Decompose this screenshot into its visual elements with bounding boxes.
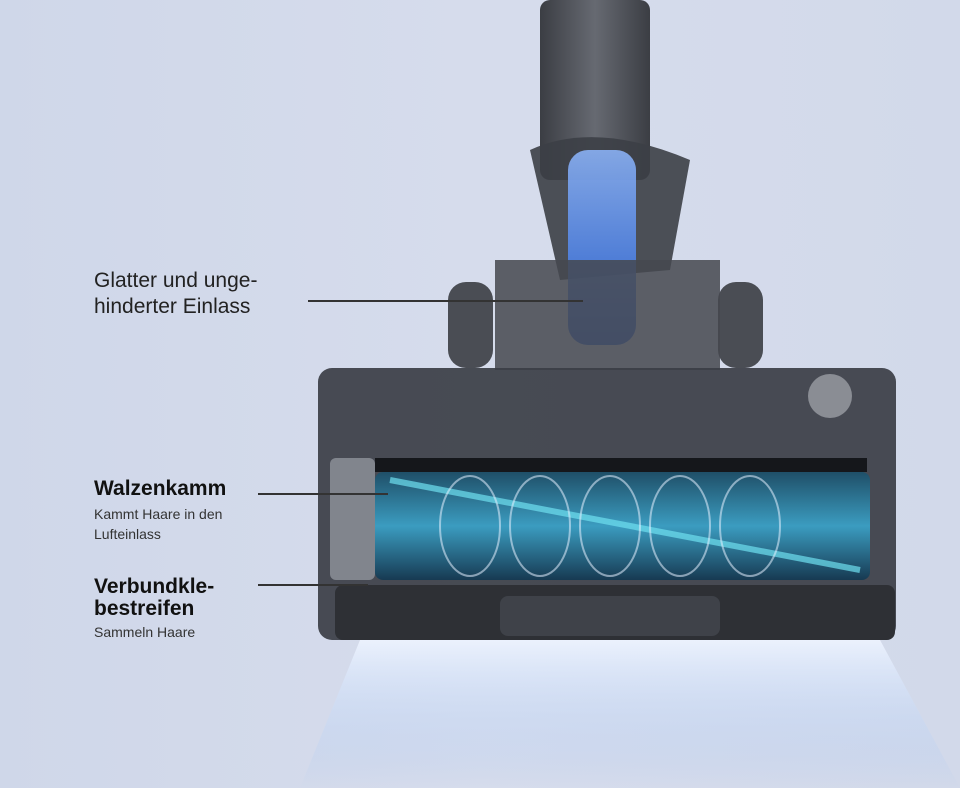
bottom-handle [500,596,720,636]
callout-inlet-title: Glatter und unge- hinderter Einlass [94,269,258,318]
callout-comb-subtitle: Kammt Haare in den Lufteinlass [94,506,223,542]
left-wheel [448,282,493,368]
callout-line-comb [258,493,388,495]
right-wheel [718,282,763,368]
callout-line-strips [258,584,368,586]
release-button [808,374,852,418]
callout-strips: Verbundkle- bestreifen Sammeln Haare [94,576,214,642]
roller-airflow-swirls [439,475,781,577]
roller-end-cap [330,458,375,580]
callout-strips-title: Verbundkle- bestreifen [94,575,215,620]
callout-line-inlet [308,300,583,302]
callout-comb: Walzenkamm Kammt Haare in den Lufteinlas… [94,478,226,544]
callout-strips-subtitle: Sammeln Haare [94,624,196,640]
roller-highlight [389,477,861,573]
callout-comb-title: Walzenkamm [94,477,227,500]
head-upper-housing [495,260,720,370]
wand-tube [540,0,650,180]
callout-inlet: Glatter und unge- hinderter Einlass [94,268,257,320]
airflow-light-beam [300,640,960,788]
comb-strip [375,458,867,472]
